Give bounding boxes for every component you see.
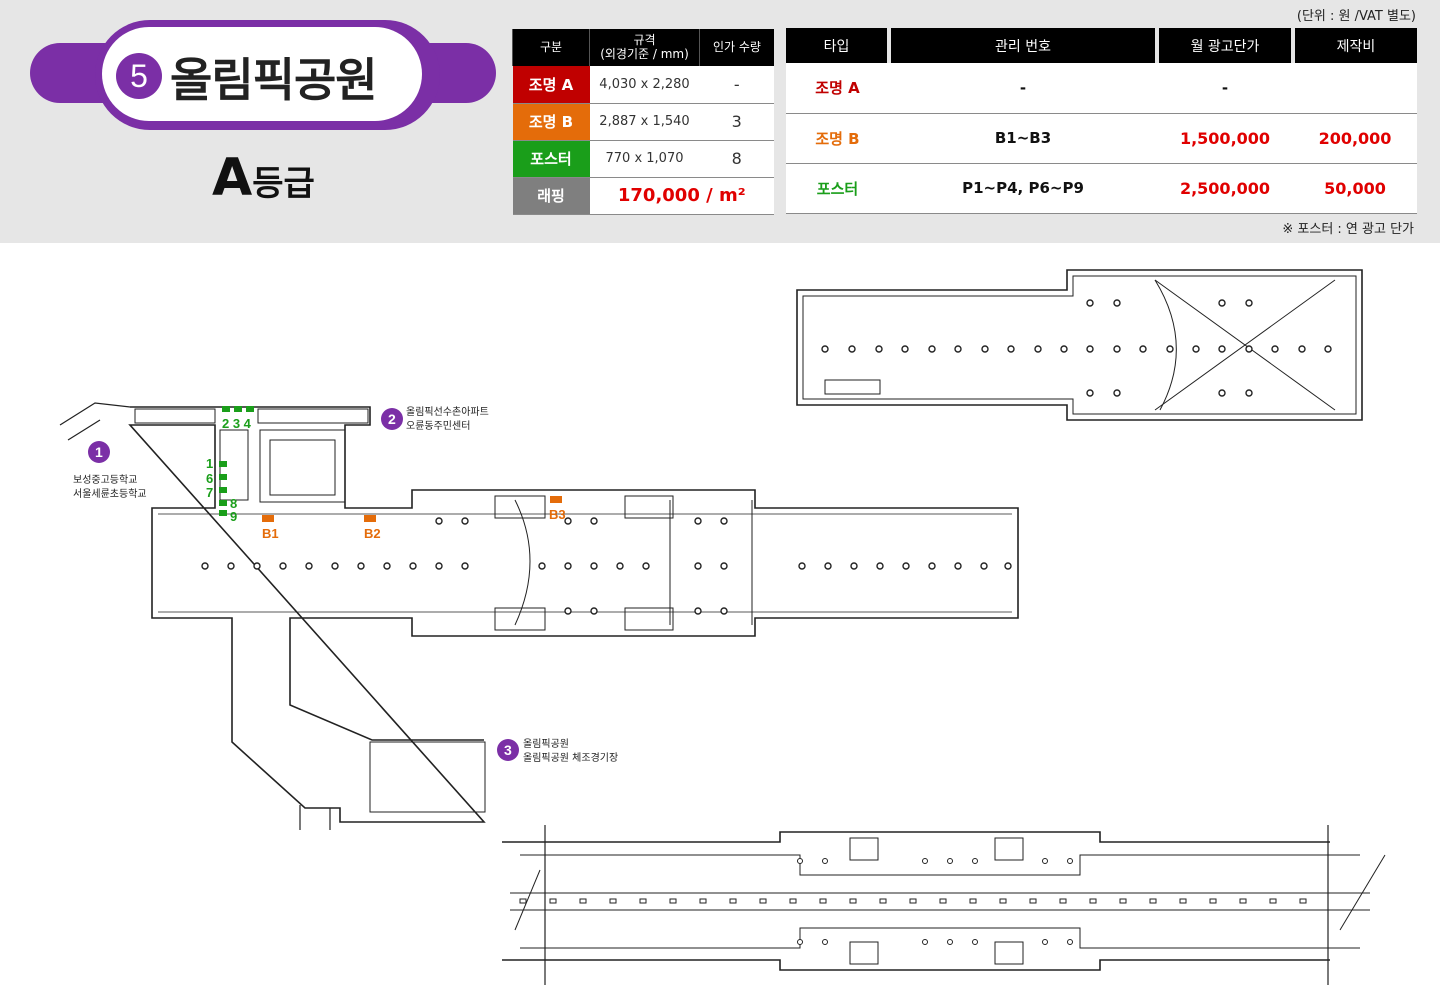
grade-letter: A bbox=[212, 148, 253, 208]
poster-marker bbox=[234, 406, 242, 412]
light-label-b1: B1 bbox=[262, 526, 279, 541]
exit-number: 2 bbox=[388, 411, 396, 427]
spec-row-wrapping: 래핑 170,000 / m² bbox=[512, 177, 774, 215]
spec-header-size-line2: (외경기준 / mm) bbox=[600, 46, 689, 61]
exit-label-line1: 올림픽공원 bbox=[523, 738, 569, 750]
light-b-marker bbox=[262, 515, 274, 522]
price-header-monthly: 월 광고단가 bbox=[1155, 28, 1293, 63]
poster-marker bbox=[246, 406, 254, 412]
grade-suffix: 등급 bbox=[252, 164, 315, 204]
spec-row-light-a: 조명 A 4,030 x 2,280 - bbox=[512, 66, 774, 104]
price-row-light-a: 조명 A - - bbox=[786, 63, 1417, 114]
spec-qty-cell: 3 bbox=[699, 103, 774, 141]
exit-3: 3 올림픽공원 올림픽공원 체조경기장 bbox=[497, 738, 618, 764]
poster-label-9: 9 bbox=[230, 509, 237, 524]
poster-note: ※ 포스터 : 연 광고 단가 bbox=[1282, 222, 1414, 237]
station-floor-plan: 2 3 4 1 6 7 8 9 B1 B2 B3 1 보성중고등학교 서울세륜초… bbox=[59, 269, 1386, 985]
price-monthly-cell: - bbox=[1157, 63, 1293, 114]
price-production-cell: 200,000 bbox=[1293, 113, 1417, 164]
price-type-cell: 조명 A bbox=[786, 63, 889, 114]
upper-platform-columns bbox=[821, 299, 1332, 397]
poster-label-1: 1 bbox=[206, 456, 213, 471]
spec-type-cell: 포스터 bbox=[512, 140, 590, 178]
exit-number: 3 bbox=[504, 742, 512, 758]
spec-header-qty: 인가 수량 bbox=[699, 29, 774, 66]
light-label-b2: B2 bbox=[364, 526, 381, 541]
upper-platform-plan bbox=[796, 269, 1363, 421]
exit-label-line1: 올림픽선수촌아파트 bbox=[406, 406, 489, 418]
spec-qty-cell: 8 bbox=[699, 140, 774, 178]
poster-label-top: 2 3 4 bbox=[222, 416, 252, 431]
poster-marker bbox=[219, 474, 227, 480]
price-type-cell: 조명 B bbox=[786, 113, 889, 164]
spec-qty-cell: - bbox=[699, 66, 774, 104]
poster-marker bbox=[219, 500, 227, 506]
price-header-production: 제작비 bbox=[1291, 28, 1417, 63]
poster-marker bbox=[222, 406, 230, 412]
price-header-type: 타입 bbox=[786, 28, 889, 63]
exit-number: 1 bbox=[95, 444, 103, 460]
light-b-marker bbox=[550, 496, 562, 503]
spec-size-cell: 770 x 1,070 bbox=[589, 140, 700, 178]
concourse-plan bbox=[59, 402, 1019, 830]
station-name: 올림픽공원 bbox=[170, 53, 378, 107]
exit-1: 1 보성중고등학교 서울세륜초등학교 bbox=[73, 441, 147, 500]
light-b-locations bbox=[262, 496, 562, 522]
spec-header-size: 규격(외경기준 / mm) bbox=[589, 29, 700, 66]
exit-badge bbox=[381, 408, 403, 430]
price-monthly-cell: 1,500,000 bbox=[1157, 113, 1293, 164]
station-grade: A등급 bbox=[212, 148, 315, 208]
spec-row-light-b: 조명 B 2,887 x 1,540 3 bbox=[512, 103, 774, 141]
wrapping-price: 170,000 / m² bbox=[589, 177, 774, 215]
unit-note: (단위 : 원 /VAT 별도) bbox=[1296, 9, 1416, 24]
price-monthly-cell: 2,500,000 bbox=[1157, 163, 1293, 214]
poster-marker bbox=[219, 487, 227, 493]
spec-size-cell: 4,030 x 2,280 bbox=[589, 66, 700, 104]
spec-type-cell: 조명 B bbox=[512, 103, 590, 141]
light-b-marker bbox=[364, 515, 376, 522]
exit-badge bbox=[497, 739, 519, 761]
exit-label-line1: 보성중고등학교 bbox=[73, 474, 137, 486]
spec-row-poster: 포스터 770 x 1,070 8 bbox=[512, 140, 774, 178]
poster-label-8: 8 bbox=[230, 496, 237, 511]
poster-label-7: 7 bbox=[206, 485, 213, 500]
poster-label-6: 6 bbox=[206, 471, 213, 486]
spec-header-size-line1: 규격 bbox=[633, 32, 656, 47]
lower-platform-track-marks bbox=[519, 858, 1307, 945]
spec-type-cell: 조명 A bbox=[512, 66, 590, 104]
price-header-code: 관리 번호 bbox=[887, 28, 1157, 63]
price-table: 타입 관리 번호 월 광고단가 제작비 조명 A - - 조명 B B1~B3 … bbox=[786, 28, 1417, 214]
price-type-cell: 포스터 bbox=[786, 163, 889, 214]
lower-platform-plan bbox=[502, 825, 1386, 985]
light-label-b3: B3 bbox=[549, 507, 566, 522]
poster-marker bbox=[219, 510, 227, 516]
spec-type-cell: 래핑 bbox=[512, 177, 590, 215]
poster-marker bbox=[219, 461, 227, 467]
exit-2: 2 올림픽선수촌아파트 오륜동주민센터 bbox=[381, 406, 489, 432]
line-number-badge: 5 bbox=[116, 53, 162, 99]
spec-table: 구분 규격(외경기준 / mm) 인가 수량 조명 A 4,030 x 2,28… bbox=[512, 29, 774, 215]
price-production-cell: 50,000 bbox=[1293, 163, 1417, 214]
price-code-cell: B1~B3 bbox=[889, 113, 1157, 164]
price-row-light-b: 조명 B B1~B3 1,500,000 200,000 bbox=[786, 113, 1417, 164]
exit-label-line2: 서울세륜초등학교 bbox=[73, 488, 147, 500]
exit-badge bbox=[88, 441, 110, 463]
price-code-cell: - bbox=[889, 63, 1157, 114]
poster-locations bbox=[219, 406, 254, 516]
spec-header-type: 구분 bbox=[512, 29, 590, 66]
concourse-columns bbox=[201, 517, 1012, 615]
spec-size-cell: 2,887 x 1,540 bbox=[589, 103, 700, 141]
price-code-cell: P1~P4, P6~P9 bbox=[889, 163, 1157, 214]
price-production-cell bbox=[1293, 63, 1417, 114]
price-row-poster: 포스터 P1~P4, P6~P9 2,500,000 50,000 bbox=[786, 163, 1417, 214]
exit-label-line2: 오륜동주민센터 bbox=[406, 420, 470, 432]
exit-label-line2: 올림픽공원 체조경기장 bbox=[523, 751, 618, 764]
